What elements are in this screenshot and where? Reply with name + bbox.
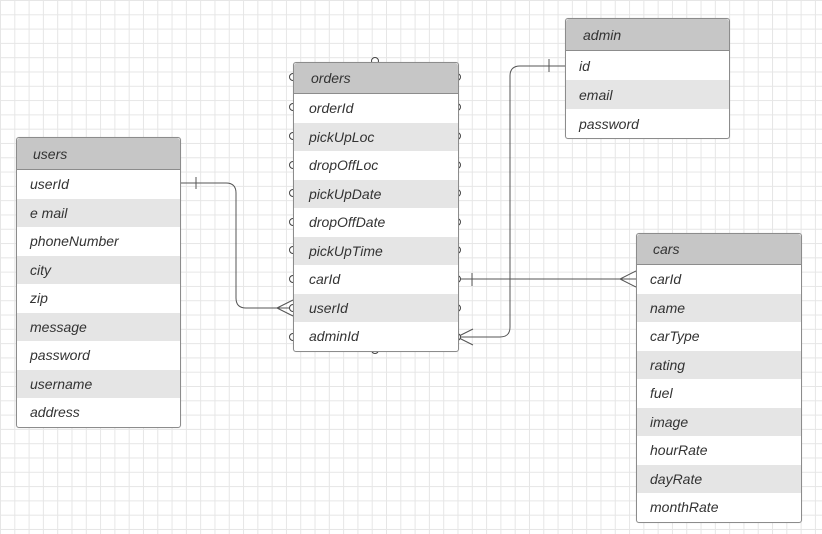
entity-cars-title: cars [637,234,801,265]
connector-admin-orders [457,65,565,338]
field-admin-password: password [579,115,639,132]
field-users-message: message [17,312,180,341]
field-orders-carid: carId [309,271,341,288]
entity-cars[interactable]: cars carId name carType rating fuel imag… [636,233,802,523]
field-orders-pickupdate: pickUpDate [294,179,458,208]
entity-orders[interactable]: orders orderId pickUpLoc dropOffLoc pick… [293,62,459,352]
field-orders-pickuploc: pickUpLoc [294,122,458,151]
field-orders-userid: userId [294,293,458,322]
field-users-zip: zip [30,290,48,307]
field-admin-email: email [566,80,729,109]
connector-users-orders [179,182,293,309]
entity-users-title: users [17,138,180,170]
field-cars-dayrate: dayRate [637,464,801,493]
entity-users[interactable]: users userId e mail phoneNumber city zip… [16,137,181,428]
field-users-phonenumber: phoneNumber [30,233,119,250]
field-orders-dropoffdate: dropOffDate [309,214,386,231]
field-users-username: username [17,369,180,398]
field-users-city: city [17,255,180,284]
field-cars-carid: carId [650,271,682,288]
field-cars-fuel: fuel [650,385,673,402]
field-orders-orderid: orderId [309,100,354,117]
field-orders-pickuptime: pickUpTime [294,236,458,265]
field-admin-id: id [579,57,590,74]
field-users-password: password [30,347,90,364]
many-marker-orders-userid [276,299,294,317]
field-cars-rating: rating [637,350,801,379]
field-users-userid: userId [30,176,69,193]
field-cars-monthrate: monthRate [650,499,719,516]
field-users-address: address [30,404,80,421]
field-cars-cartype: carType [650,328,700,345]
entity-admin-title: admin [566,19,729,51]
field-orders-adminid: adminId [309,328,359,345]
field-cars-image: image [637,407,801,436]
many-marker-cars [618,270,637,288]
field-orders-dropoffloc: dropOffLoc [309,157,379,174]
field-users-email: e mail [17,198,180,227]
field-cars-name: name [637,293,801,322]
entity-admin[interactable]: admin id email password [565,18,730,139]
field-cars-hourrate: hourRate [650,442,708,459]
entity-orders-title: orders [294,63,458,94]
